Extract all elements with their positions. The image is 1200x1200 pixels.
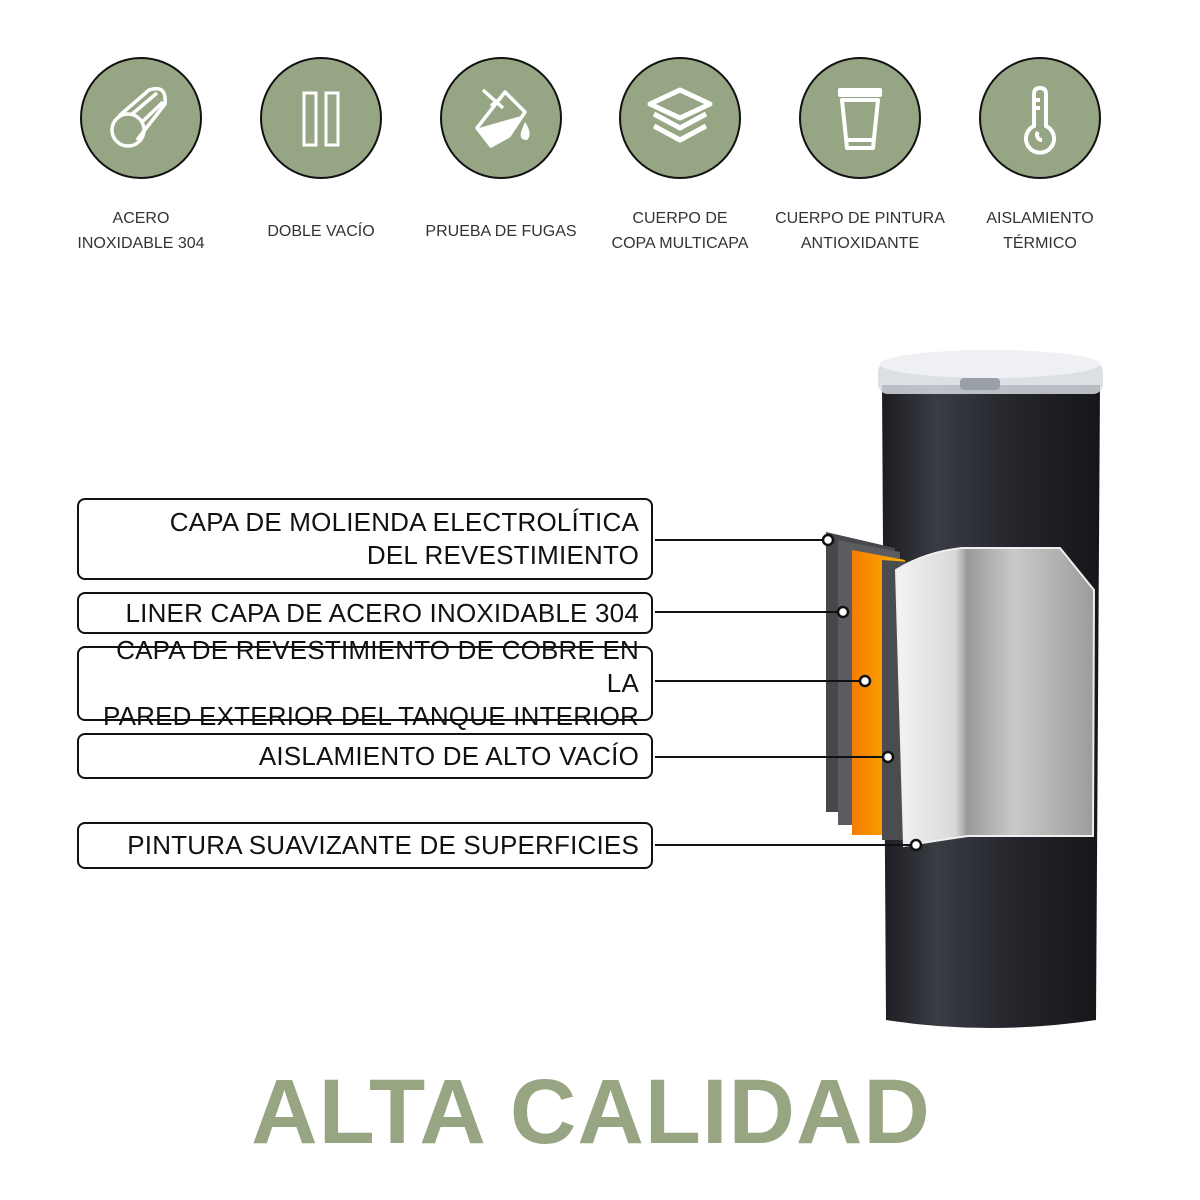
feature-label: DOBLE VACÍO	[267, 222, 375, 240]
leader-dots	[821, 533, 923, 852]
leader-lines	[655, 539, 916, 846]
feature-leak-proof: PRUEBA DE FUGAS	[411, 57, 591, 256]
feature-label: CUERPO DE PINTURA ANTIOXIDANTE	[775, 210, 945, 252]
thermometer-icon	[979, 57, 1101, 179]
feature-double-vacuum: DOBLE VACÍO	[231, 57, 411, 256]
headline: ALTA CALIDAD	[251, 1061, 931, 1163]
cup-icon	[799, 57, 921, 179]
layers-icon	[619, 57, 741, 179]
double-wall-icon	[260, 57, 382, 179]
layer-label-paint: PINTURA SUAVIZANTE DE SUPERFICIES	[77, 822, 653, 869]
layer-label-vacuum: AISLAMIENTO DE ALTO VACÍO	[77, 733, 653, 779]
layer-label-copper: CAPA DE REVESTIMIENTO DE COBRE EN LA PAR…	[77, 635, 653, 731]
feature-label: AISLAMIENTO TÉRMICO	[986, 210, 1094, 252]
feature-thermal: AISLAMIENTO TÉRMICO	[950, 57, 1130, 256]
feature-label: ACERO INOXIDABLE 304	[77, 210, 205, 252]
layer-label-steel-liner: LINER CAPA DE ACERO INOXIDABLE 304	[77, 592, 653, 634]
feature-multilayer: CUERPO DE COPA MULTICAPA	[590, 57, 770, 256]
feature-stainless-steel: ACERO INOXIDABLE 304	[51, 57, 231, 256]
feature-antioxidant: CUERPO DE PINTURA ANTIOXIDANTE	[770, 57, 950, 256]
pouring-bucket-icon	[440, 57, 562, 179]
feature-label: PRUEBA DE FUGAS	[425, 222, 577, 240]
feature-label: CUERPO DE COPA MULTICAPA	[611, 210, 749, 252]
cylinder-icon	[80, 57, 202, 179]
layer-stack	[826, 532, 1096, 848]
layer-label-electrolytic: CAPA DE MOLIENDA ELECTROLÍTICA DEL REVES…	[77, 498, 653, 580]
